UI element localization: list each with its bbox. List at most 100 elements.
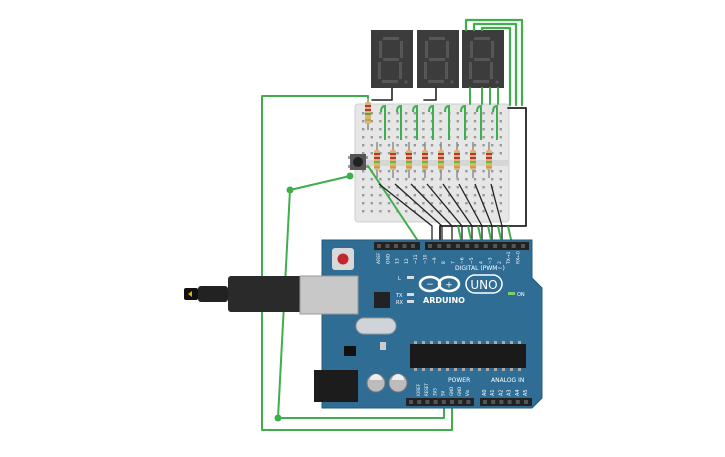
push-button[interactable] [348,154,368,170]
seven-segment-display-1[interactable] [371,30,413,88]
header-pin[interactable] [483,400,487,404]
mini-breadboard[interactable] [354,103,510,223]
breadboard-hole [413,178,416,181]
resistor[interactable] [374,142,380,178]
header-pin[interactable] [437,244,442,248]
breadboard-hole [491,152,494,155]
breadboard-hole [413,120,416,123]
header-pin[interactable] [411,244,415,248]
breadboard-hole [499,178,502,181]
header-pin[interactable] [409,400,413,404]
breadboard-hole [448,178,451,181]
header-pin[interactable] [402,244,407,248]
header-pin[interactable] [458,400,463,404]
header-pin[interactable] [385,244,390,248]
reset-button[interactable] [332,248,354,270]
wire [444,104,450,140]
digital-header-label: DIGITAL (PWM~) [455,265,505,272]
chip-pin [518,368,521,371]
seven-segment-display-2[interactable] [417,30,459,88]
header-pin[interactable] [521,244,525,248]
usb-cable[interactable] [184,276,302,312]
header-pin[interactable] [515,400,520,404]
resistor[interactable] [406,142,412,178]
breadboard-hole [413,210,416,213]
header-pin[interactable] [441,400,446,404]
header-pin[interactable] [483,244,488,248]
chip-pin [486,368,489,371]
breadboard-hole [465,152,468,155]
breadboard-hole [370,178,373,181]
resistor[interactable] [390,142,396,178]
breadboard-hole [413,152,416,155]
breadboard-hole [499,120,502,123]
header-pin[interactable] [511,244,516,248]
wire [394,183,443,244]
breadboard-hole [387,202,391,205]
header-pin[interactable] [446,244,451,248]
breadboard-hole [491,112,494,115]
resistor[interactable] [454,142,460,178]
seven-segment-display-3[interactable] [462,30,504,88]
header-pin[interactable] [524,400,528,404]
resistor[interactable] [470,142,476,178]
breadboard-hole [362,136,365,139]
header-pin[interactable] [450,400,454,404]
breadboard-hole [491,194,494,197]
breadboard-hole [387,112,391,115]
breadboard-hole [396,194,399,197]
header-pin[interactable] [465,244,470,248]
breadboard-hole [499,152,502,155]
resistor[interactable] [422,142,428,178]
breadboard-hole [473,210,477,213]
header-pin[interactable] [394,244,398,248]
resistor[interactable] [486,142,492,178]
pin-label: A5 [523,389,529,396]
header-pin[interactable] [466,400,471,404]
breadboard-hole [422,120,425,123]
breadboard-hole [439,128,442,131]
wire [442,183,473,244]
breadboard-hole [499,202,502,205]
breadboard-hole [456,178,459,181]
breadboard-hole [448,194,451,197]
header-pin[interactable] [502,244,507,248]
chip-pin [438,368,441,371]
chip-pin [422,368,425,371]
resistor-top[interactable] [365,98,371,130]
header-pin[interactable] [507,400,512,404]
breadboard-hole [362,170,365,173]
resistor[interactable] [438,142,444,178]
breadboard-hole [430,144,434,147]
header-pin[interactable] [455,244,460,248]
header-pin[interactable] [474,244,479,248]
header-pin[interactable] [491,400,496,404]
breadboard-hole [422,144,425,147]
breadboard-hole [396,152,399,155]
wire [380,104,386,140]
breadboard-hole [413,144,416,147]
chip-pin [470,368,473,371]
chip-pin [478,368,481,371]
pin-label: ~5 [469,257,475,264]
breadboard-hole [430,178,434,181]
header-pin[interactable] [428,244,432,248]
breadboard-hole [473,178,477,181]
arduino-brand-label: ARDUINO [423,296,465,305]
chip-pin [494,368,497,371]
breadboard-hole [396,178,399,181]
pin-label: A3 [507,389,513,396]
pin-label: A0 [482,389,488,396]
wire [428,104,434,140]
header-pin[interactable] [417,400,422,404]
header-pin[interactable] [493,244,498,248]
header-pin[interactable] [377,244,381,248]
breadboard-hole [379,120,382,123]
breadboard-hole [387,170,391,173]
header-pin[interactable] [433,400,438,404]
breadboard-hole [422,194,425,197]
header-pin[interactable] [425,400,430,404]
header-pin[interactable] [499,400,504,404]
